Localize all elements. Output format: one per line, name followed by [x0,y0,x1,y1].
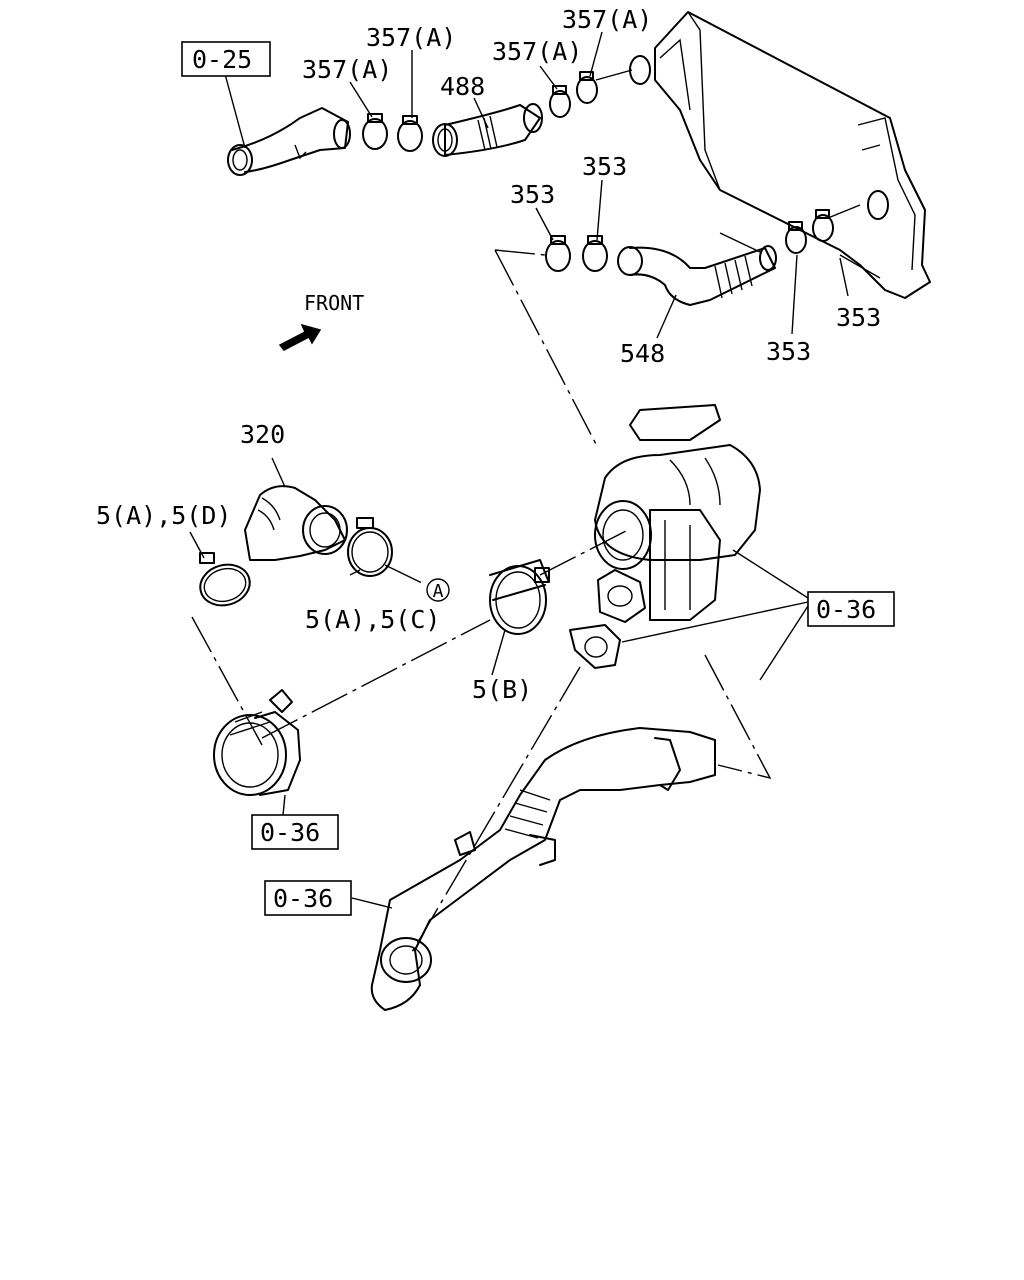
hose-488-drawing [432,103,543,157]
clamp-5b-drawing [489,559,550,635]
front-arrow-icon [278,323,322,351]
label-357a-1: 357(A) [302,55,392,84]
label-548: 548 [620,339,665,368]
reference-box-0-36-right[interactable]: 0-36 [807,591,895,627]
hose-548-drawing [617,245,777,306]
ref-label-0-36-left: 0-36 [260,818,320,847]
down-pipe-drawing [370,727,716,1011]
ref-label-0-25: 0-25 [192,45,252,74]
label-5a-5c: 5(A),5(C) [305,605,440,634]
callout-a-label: A [433,581,444,602]
label-353-2: 353 [582,152,627,181]
callout-a: A [426,578,450,602]
label-5b: 5(B) [472,675,532,704]
reference-box-0-36-bottom[interactable]: 0-36 [264,880,352,916]
label-353-1: 353 [510,180,555,209]
label-353-3: 353 [836,303,881,332]
ref-label-0-36-bottom: 0-36 [273,884,333,913]
reference-box-0-25[interactable]: 0-25 [181,41,271,77]
label-353-4: 353 [766,337,811,366]
reference-box-0-36-left[interactable]: 0-36 [251,814,339,850]
label-5a-5d: 5(A),5(D) [96,501,231,530]
label-488: 488 [440,72,485,101]
clamp-357a-drawings [362,71,598,152]
label-357a-3: 357(A) [492,37,582,66]
gasket-drawing [569,624,621,669]
label-front: FRONT [304,291,364,315]
upper-air-pipe-drawing [227,107,351,176]
assembly-dash-lines [191,249,772,953]
hose-320-drawing [244,485,348,561]
label-357a-2: 357(A) [366,23,456,52]
leader-lines [189,31,881,909]
label-320: 320 [240,420,285,449]
clamp-5-drawings [199,517,393,607]
turbocharger-drawing [594,404,761,623]
label-357a-4: 357(A) [562,5,652,34]
ref-label-0-36-right: 0-36 [816,595,876,624]
clamp-353-drawings [545,209,834,272]
intake-adapter-drawing [213,689,301,796]
